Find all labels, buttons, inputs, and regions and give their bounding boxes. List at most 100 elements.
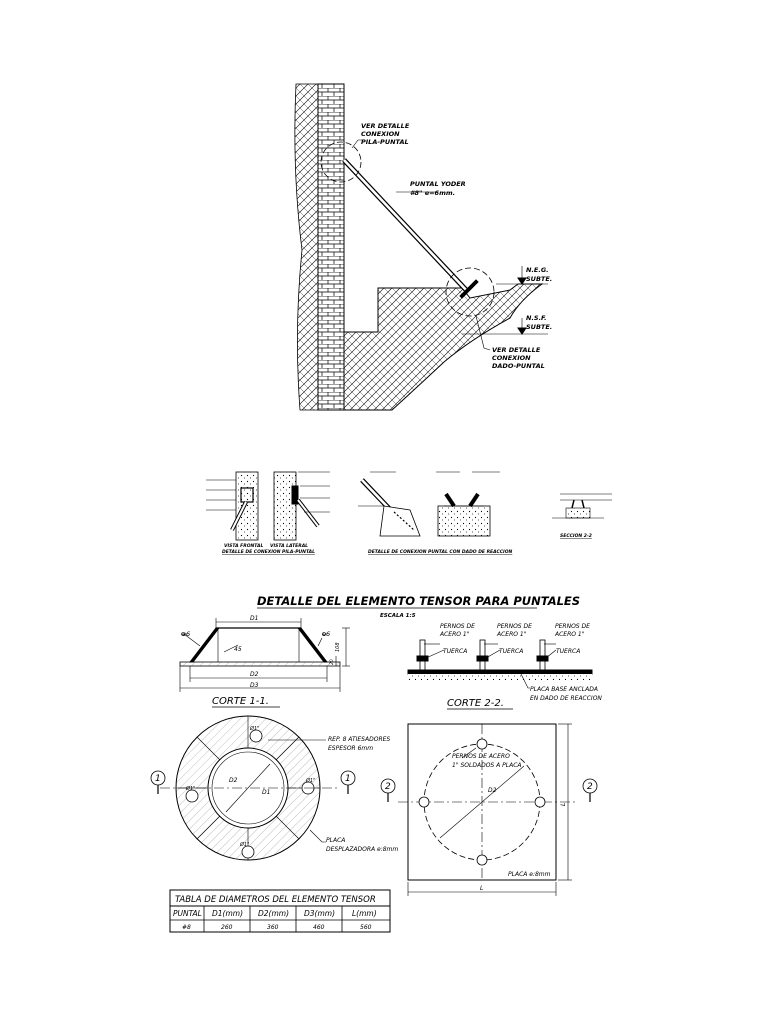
tensor-title: DETALLE DEL ELEMENTO TENSOR PARA PUNTALE… — [257, 594, 580, 608]
plan-left-d2: D2 — [229, 777, 238, 784]
hole-label-right: Ø1" — [305, 777, 315, 784]
label-detail-die-2: CONEXION — [492, 354, 531, 362]
label-level-top-2: SUBTE. — [526, 275, 552, 283]
corte2-nut-1: TUERCA — [443, 648, 467, 655]
label-detail-die-3: DADO-PUNTAL — [492, 362, 545, 370]
stiffeners-1: REP. 8 ATIESADORES — [328, 736, 390, 743]
hole-label-bottom: Ø1" — [239, 841, 249, 848]
bolt-left-plan — [418, 796, 430, 808]
corte1-d1: D1 — [250, 615, 258, 622]
plan-right-d2: D2 — [488, 787, 497, 794]
die-plate — [459, 279, 479, 299]
corte2-nut-2: TUERCA — [499, 648, 523, 655]
detail-circle-die — [445, 267, 495, 317]
title-section-22: SECCION 2-2 — [560, 533, 592, 539]
table-header-d1: D1(mm) — [212, 909, 243, 918]
cut2-label-right: 2 — [587, 782, 593, 792]
plan-left-d1: D1 — [262, 789, 270, 796]
corte2-title: CORTE 2-2. — [447, 698, 504, 709]
pile-wall — [317, 83, 345, 411]
label-front-view: VISTA FRONTAL — [224, 543, 264, 549]
bolt-middle — [476, 639, 501, 671]
front-view-pile — [235, 471, 259, 541]
plate-left-1: PLACA — [326, 837, 345, 844]
side-view-pile — [273, 471, 297, 541]
cut-label-right: 1 — [345, 774, 351, 784]
label-strut-2: #8" e=6mm. — [410, 189, 455, 197]
cut-label-left: 1 — [155, 774, 161, 784]
corte1-d3: D3 — [250, 682, 259, 689]
label-strut-1: PUNTAL YODER — [410, 180, 466, 188]
tensor-scale: ESCALA 1:5 — [380, 613, 416, 619]
table-header-l: L(mm) — [352, 909, 377, 918]
label-detail-pile-2: CONEXION — [361, 130, 400, 138]
bolt-hole-bottom — [241, 845, 255, 859]
hole-label-top: Ø1" — [249, 725, 259, 732]
table-cell-d3: 460 — [313, 924, 325, 931]
diameter-table: TABLA DE DIAMETROS DEL ELEMENTO TENSOR P… — [169, 889, 391, 933]
stiffeners-2: ESPESOR 6mm — [328, 745, 373, 752]
bolt-top — [476, 738, 488, 750]
plan-right-l-side: L — [560, 803, 567, 806]
table-cell-d1: 260 — [221, 924, 233, 931]
level-marker-bottom — [462, 318, 548, 335]
bolt-hole-left — [185, 789, 199, 803]
detail-circle-pile — [320, 141, 362, 183]
corte2-bolts-2-b: ACERO 1" — [496, 631, 527, 638]
corte2-bolts-1-b: ACERO 1" — [439, 631, 470, 638]
table-header-d3: D3(mm) — [304, 909, 335, 918]
label-level-bottom-2: SUBTE. — [526, 323, 552, 331]
plan-square-plate: D2 PERNOS DE ACERO 1" SOLDADOS A PLACA P… — [380, 723, 598, 896]
bolts-right-1: PERNOS DE ACERO — [452, 753, 510, 760]
strut-elevation: VER DETALLE CONEXION PILA-PUNTAL PUNTAL … — [294, 83, 552, 411]
table-cell-d2: 360 — [267, 924, 279, 931]
plate-right: PLACA e:8mm — [508, 871, 551, 878]
corte2-bolts-3-a: PERNOS DE — [555, 623, 590, 630]
corte1-angle: 45 — [234, 646, 242, 653]
label-level-bottom-1: N.S.F. — [526, 314, 547, 322]
bolt-right-plan — [534, 796, 546, 808]
corte-1-1: D1 D2 D3 108 20 e6 e6 45 CORTE 1-1. — [179, 615, 350, 708]
die-strut-detail: DETALLE DE CONEXION PUNTAL CON DADO DE R… — [358, 471, 513, 555]
table-cell-l: 560 — [360, 924, 372, 931]
label-detail-pile-1: VER DETALLE — [361, 122, 410, 130]
corte2-bolts-1-a: PERNOS DE — [440, 623, 475, 630]
corte1-d2: D2 — [250, 671, 259, 678]
soil-left — [294, 83, 319, 411]
plan-circular-plate: Ø1" Ø1" Ø1" Ø1" D2 D1 1 1 REP. 8 ATIESAD… — [150, 715, 398, 861]
label-level-top-1: N.E.G. — [526, 266, 549, 274]
table-header-puntal: PUNTAL — [173, 909, 202, 918]
corte1-e6-right: e6 — [322, 630, 330, 638]
corte1-e6-left: e6 — [182, 630, 190, 638]
corte2-bolts-2-a: PERNOS DE — [497, 623, 532, 630]
corte2-bolts-3-b: ACERO 1" — [554, 631, 585, 638]
corte2-nut-3: TUERCA — [556, 648, 580, 655]
corte1-title: CORTE 1-1. — [212, 696, 269, 707]
label-detail-die-1: VER DETALLE — [492, 346, 541, 354]
plan-right-l-bottom: L — [480, 885, 483, 892]
title-die-strut: DETALLE DE CONEXION PUNTAL CON DADO DE R… — [368, 549, 513, 555]
bolt-right — [536, 639, 557, 671]
section-22-detail: SECCION 2-2 — [552, 493, 612, 539]
corte1-h2: 20 — [329, 659, 335, 665]
bolts-right-2: 1" SOLDADOS A PLACA — [452, 762, 522, 769]
plate-left-2: DESPLAZADORA e:8mm — [326, 846, 398, 853]
hole-label-left: Ø1" — [185, 785, 195, 792]
corte2-plate-1: PLACA BASE ANCLADA — [530, 686, 598, 693]
label-detail-pile-3: PILA-PUNTAL — [361, 138, 409, 146]
corte2-plate-2: EN DADO DE REACCION — [530, 695, 602, 702]
level-marker-top — [496, 266, 548, 285]
bolt-hole-top — [249, 729, 263, 743]
table-header-d2: D2(mm) — [258, 909, 289, 918]
corte-2-2: PERNOS DE ACERO 1" PERNOS DE ACERO 1" PE… — [407, 623, 602, 710]
table-title: TABLA DE DIAMETROS DEL ELEMENTO TENSOR — [175, 895, 376, 905]
bolt-left — [416, 639, 445, 671]
cut2-label-left: 2 — [385, 782, 391, 792]
pile-strut-detail: VISTA FRONTAL VISTA LATERAL DETALLE DE C… — [206, 471, 330, 555]
title-pile-strut: DETALLE DE CONEXION PILA-PUNTAL — [222, 549, 315, 555]
corte1-h: 108 — [335, 642, 341, 652]
bolt-bottom — [476, 854, 488, 866]
label-side-view: VISTA LATERAL — [270, 543, 308, 549]
table-cell-puntal: #8 — [182, 924, 191, 931]
